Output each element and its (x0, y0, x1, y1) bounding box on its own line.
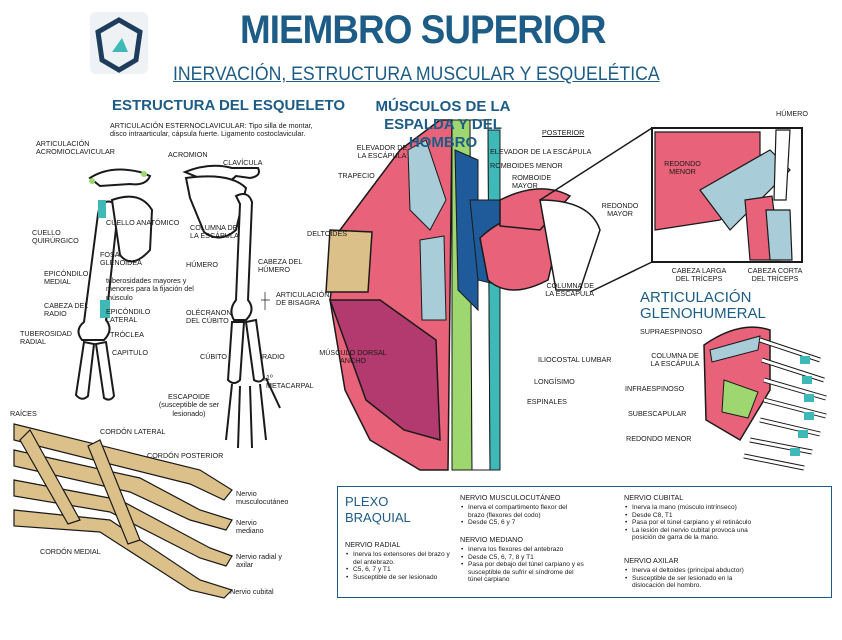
label-tuberosidad-radial: TUBEROSIDAD RADIAL (20, 329, 72, 347)
list-item: Inerva el compartimento flexor del brazo… (461, 504, 585, 519)
nervio-cubital-heading: NERVIO CUBITAL (624, 493, 684, 502)
humerus-drawing (74, 168, 154, 401)
list-item: Inerva el deltoides (principal abductor) (625, 567, 754, 575)
label-gh-redondo-menor: REDONDO MENOR (626, 434, 692, 443)
label-metacarpal: 1º METACARPAL (266, 373, 314, 391)
list-item: C5, 6, 7 y T1 (346, 566, 453, 574)
plexus-info-title: PLEXO BRAQUIAL (345, 494, 411, 525)
list-item: La lesión del nervio cubital provoca una… (625, 527, 754, 542)
sternoclavicular-note: ARTICULACIÓN ESTERNOCLAVICULAR: Tipo sil… (110, 121, 313, 139)
label-espinales: ESPINALES (527, 397, 567, 406)
label-cabeza-humero: CABEZA DEL HÚMERO (258, 257, 303, 275)
label-longisimo: LONGÍSIMO (534, 377, 575, 386)
nervio-musculocutaneo-section: NERVIO MUSCULOCUTÁNEO Inerva el comparti… (460, 493, 585, 527)
label-olecranon: OLÉCRANON DEL CÚBITO (186, 308, 232, 326)
acromio-highlight-2 (141, 171, 147, 177)
label-epicondilo-lateral: EPICÓNDILO LATERAL (106, 307, 151, 325)
label-romboide-mayor: ROMBOIDE MAYOR (512, 173, 552, 191)
list-item: Pasa por el túnel carpiano y el retinácu… (625, 519, 754, 527)
nervio-cubital-section: NERVIO CUBITAL Inerva la mano (músculo i… (624, 493, 754, 542)
label-iliocostal: ILIOCOSTAL LUMBAR (538, 355, 612, 364)
label-columna-escapula: COLUMNA DE LA ESCÁPULA (190, 223, 239, 241)
label-romboides-menor: ROMBOIDES MENOR (490, 161, 563, 170)
label-epicondilo-medial: EPICÓNDILO MEDIAL (44, 269, 89, 287)
label-musculocutaneo: Nervio musculocutáneo (236, 489, 289, 507)
plexus-info-box (337, 486, 832, 598)
nervio-radial-section: NERVIO RADIAL Inerva los extensores del … (345, 540, 453, 581)
label-acromion: ACROMION (168, 150, 208, 159)
page-subtitle: INERVACIÓN, ESTRUCTURA MUSCULAR Y ESQUEL… (173, 64, 660, 85)
nervio-mediano-section: NERVIO MEDIANO Inerva los flexores del a… (460, 535, 585, 584)
label-gh-columna: COLUMNA DE LA ESCÁPULA (650, 351, 700, 369)
label-cuello-anatomico: CUELLO ANATÓMICO (106, 218, 180, 227)
label-cordon-medial: CORDÓN MEDIAL (40, 547, 101, 556)
label-cabeza-radio: CABEZA DEL RADIO (44, 301, 89, 319)
inset-shoulder-drawing (539, 127, 803, 293)
label-infraespinoso: INFRAESPINOSO (625, 384, 685, 393)
brachial-plexus-drawing (13, 423, 234, 599)
list-item: Pasa por debajo del túnel carpiano y es … (461, 561, 585, 584)
nervio-radial-heading: NERVIO RADIAL (345, 540, 401, 549)
label-capitulo: CAPITULO (112, 348, 148, 357)
nervio-mediano-heading: NERVIO MEDIANO (460, 535, 523, 544)
label-cuello-quirurgico: CUELLO QUIRÚRGICO (32, 228, 79, 246)
label-elevador-der: ELEVADOR DE LA ESCÁPULA (490, 147, 592, 156)
muscles-heading: MÚSCULOS DE LA ESPALDA Y DEL HOMBRO (375, 98, 511, 151)
label-columna-escapula-m: COLUMNA DE LA ESCÁPULA (545, 281, 594, 299)
label-cabeza-larga: CABEZA LARGA DEL TRÍCEPS (671, 266, 727, 284)
label-fosa-glenoidea: FOSA GLENOIDEA (100, 250, 142, 268)
label-tuberosidades: tuberosidades mayores y menores para la … (106, 276, 194, 302)
label-cordon-lateral: CORDÓN LATERAL (100, 427, 166, 436)
label-radio: RADIO (262, 352, 285, 361)
glenohumeral-drawing (703, 326, 827, 471)
acromio-highlight (89, 178, 95, 184)
label-raices: RAÍCES (10, 409, 37, 418)
list-item: Desde C5, 6, 7, 8 y T1 (461, 554, 585, 562)
list-item: Susceptible de ser lesionado en la dislo… (625, 575, 754, 590)
label-escapoide: ESCAPOIDE (susceptible de ser lesionado) (158, 392, 220, 418)
label-clavicula: CLAVÍCULA (223, 158, 263, 167)
label-radial-axilar: Nervio radial y axilar (236, 552, 282, 570)
glenohumeral-heading: ARTICULACIÓN GLENOHUMERAL (640, 289, 766, 322)
label-cordon-posterior: CORDÓN POSTERIOR (147, 451, 224, 460)
page-title: MIEMBRO SUPERIOR (240, 8, 606, 52)
label-dorsal-ancho: MÚSCULO DORSAL ANCHO (319, 348, 387, 366)
label-cabeza-corta: CABEZA CORTA DEL TRÍCEPS (747, 266, 803, 284)
label-inset-humero: HÚMERO (776, 109, 808, 118)
nervio-axilar-section: NERVIO AXILAR Inerva el deltoides (princ… (624, 556, 754, 590)
label-humero: HÚMERO (186, 260, 218, 269)
list-item: Susceptible de ser lesionado (346, 574, 453, 582)
label-posterior: POSTERIOR (542, 128, 585, 137)
label-inset-redondo-menor: REDONDO MENOR (664, 159, 701, 177)
label-trapecio: TRAPECIO (338, 171, 375, 180)
list-item: Desde C5, 6 y 7 (461, 519, 585, 527)
list-item: Inerva los extensores del brazo y del an… (346, 551, 453, 566)
epicondyle-highlight (100, 300, 110, 318)
label-deltoides: DELTOIDES (307, 229, 348, 238)
label-subescapular: SUBESCAPULAR (628, 409, 687, 418)
glenoid-highlight (98, 200, 106, 218)
label-troclea: TRÓCLEA (110, 330, 144, 339)
arm-skeleton-drawing (182, 164, 281, 449)
back-muscles-drawing (325, 119, 601, 471)
label-cubito: CÚBITO (200, 352, 228, 361)
list-item: Inerva los flexores del antebrazo (461, 546, 585, 554)
label-cubital: Nervio cubital (230, 587, 274, 596)
list-item: Inerva la mano (músculo intrínseco) (625, 504, 754, 512)
label-elevador-izq: ELEVADOR DE LA ESCÁPULA (356, 143, 408, 161)
nervio-axilar-heading: NERVIO AXILAR (624, 556, 679, 565)
label-inset-redondo-mayor: REDONDO MAYOR (601, 201, 639, 219)
label-supraespinoso: SUPRAESPINOSO (640, 327, 703, 336)
label-acromioclavicular: ARTICULACIÓN ACROMIOCLAVICULAR (36, 139, 115, 157)
label-mediano: Nervio mediano (236, 518, 264, 536)
nervio-musculocutaneo-heading: NERVIO MUSCULOCUTÁNEO (460, 493, 561, 502)
shield-logo-icon (90, 12, 148, 74)
skeleton-heading: ESTRUCTURA DEL ESQUELETO (112, 97, 346, 114)
list-item: Desde C8, T1 (625, 512, 754, 520)
label-articulacion-bisagra: ARTICULACIÓN DE BISAGRA (276, 290, 330, 308)
